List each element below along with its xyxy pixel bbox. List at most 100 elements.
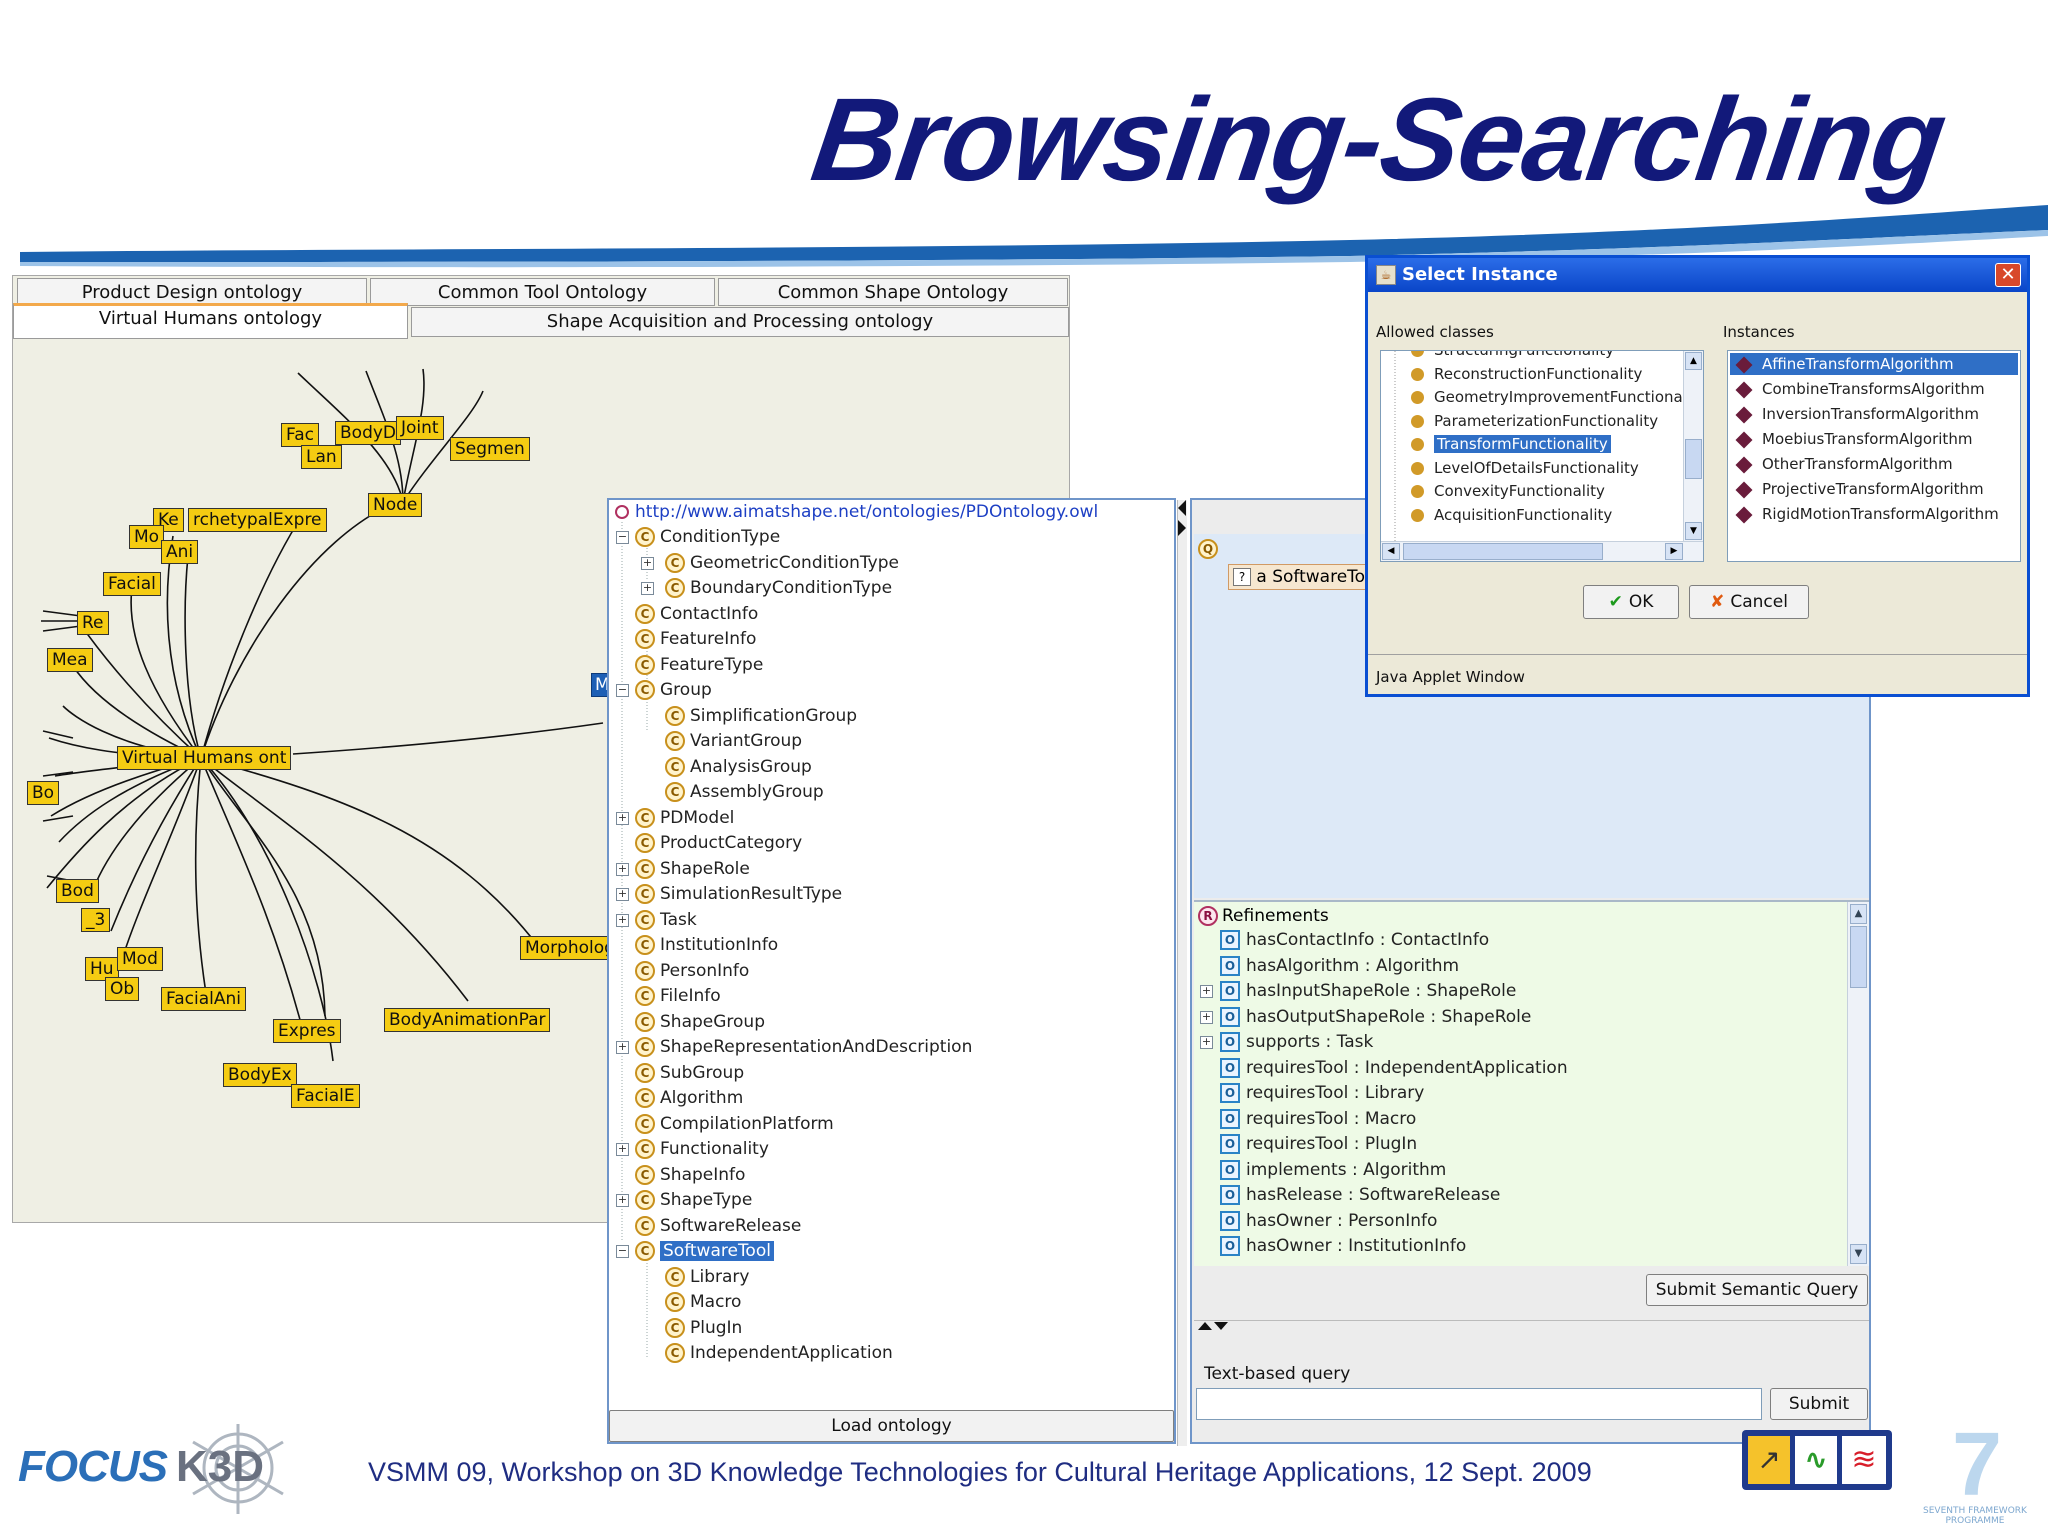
scroll-left-icon[interactable]: ◀ bbox=[1382, 543, 1400, 560]
graph-node[interactable]: Facial bbox=[103, 572, 161, 596]
class-list-item[interactable]: ConvexityFunctionality bbox=[1411, 480, 1605, 502]
cancel-button[interactable]: ✘Cancel bbox=[1689, 585, 1809, 619]
graph-node[interactable]: Expres bbox=[273, 1019, 341, 1043]
expand-icon[interactable]: + bbox=[1200, 1035, 1213, 1049]
select-instance-dialog[interactable]: ☕ Select Instance ✕ Allowed classes Inst… bbox=[1365, 255, 2030, 697]
collapse-icon[interactable]: − bbox=[616, 530, 629, 544]
text-query-input[interactable] bbox=[1196, 1388, 1762, 1420]
query-node[interactable]: ? a SoftwareToo bbox=[1228, 564, 1376, 590]
graph-node[interactable]: BodyD bbox=[335, 421, 402, 445]
scroll-thumb[interactable] bbox=[1685, 439, 1702, 479]
expand-icon[interactable]: + bbox=[641, 581, 654, 595]
graph-node[interactable]: Node bbox=[368, 493, 423, 517]
instance-list-item[interactable]: ProjectiveTransformAlgorithm bbox=[1730, 478, 2018, 500]
graph-node[interactable]: Mo bbox=[129, 525, 165, 549]
instance-list-item[interactable]: InversionTransformAlgorithm bbox=[1730, 403, 2018, 425]
ontology-tree-panel[interactable]: http://www.aimatshape.net/ontologies/PDO… bbox=[607, 498, 1187, 1446]
scroll-down-icon[interactable]: ▼ bbox=[1685, 522, 1702, 540]
graph-node[interactable]: Ob bbox=[105, 977, 140, 1001]
graph-node[interactable]: Lan bbox=[301, 445, 342, 469]
class-list-item[interactable]: ReconstructionFunctionality bbox=[1411, 363, 1642, 385]
collapse-down-icon[interactable] bbox=[1214, 1322, 1228, 1330]
hscroll-thumb[interactable] bbox=[1403, 543, 1603, 560]
graph-node[interactable]: Segmen bbox=[450, 437, 530, 461]
graph-node[interactable]: rchetypalExpre bbox=[188, 508, 327, 532]
class-list-item[interactable]: AcquisitionFunctionality bbox=[1411, 504, 1612, 526]
classes-hscrollbar[interactable]: ◀ ▶ bbox=[1381, 541, 1703, 561]
scroll-down-icon[interactable]: ▼ bbox=[1850, 1244, 1867, 1264]
submit-button[interactable]: Submit bbox=[1770, 1388, 1868, 1420]
graph-node[interactable]: Re bbox=[77, 611, 109, 635]
load-ontology-button[interactable]: Load ontology bbox=[609, 1410, 1174, 1442]
refinements-scrollbar[interactable]: ▲ ▼ bbox=[1847, 902, 1869, 1266]
graph-node[interactable]: _3 bbox=[81, 908, 111, 932]
graph-node[interactable]: Mea bbox=[47, 648, 93, 672]
expand-icon[interactable]: + bbox=[616, 861, 629, 876]
expand-icon[interactable]: + bbox=[616, 810, 629, 825]
close-icon[interactable]: ✕ bbox=[1995, 263, 2021, 287]
expand-icon[interactable]: + bbox=[616, 1142, 629, 1156]
class-list-item[interactable]: LevelOfDetailsFunctionality bbox=[1411, 457, 1639, 479]
instance-list-item[interactable]: AffineTransformAlgorithm bbox=[1730, 353, 2018, 375]
expand-icon[interactable]: + bbox=[616, 1193, 629, 1207]
graph-node[interactable]: Bod bbox=[56, 879, 99, 903]
tab-common-tool[interactable]: Common Tool Ontology bbox=[370, 278, 715, 306]
instance-list-item[interactable]: OtherTransformAlgorithm bbox=[1730, 453, 2018, 475]
instance-list-item[interactable]: CombineTransformsAlgorithm bbox=[1730, 378, 2018, 400]
graph-node[interactable]: Hu bbox=[85, 957, 119, 981]
collapse-left-icon[interactable] bbox=[1178, 500, 1186, 516]
dialog-titlebar[interactable]: ☕ Select Instance ✕ bbox=[1368, 258, 2027, 292]
graph-node[interactable]: FacialAni bbox=[161, 987, 246, 1011]
class-list-item[interactable]: TransformFunctionality bbox=[1411, 433, 1611, 455]
scroll-up-icon[interactable]: ▲ bbox=[1685, 352, 1702, 370]
expand-icon[interactable]: + bbox=[616, 1040, 629, 1054]
scroll-right-icon[interactable]: ▶ bbox=[1665, 543, 1683, 560]
graph-node[interactable]: Fac bbox=[281, 423, 319, 447]
collapse-icon[interactable]: − bbox=[616, 683, 629, 697]
splitter[interactable] bbox=[1177, 500, 1187, 1446]
ok-button[interactable]: ✔OK bbox=[1583, 585, 1679, 619]
expand-icon[interactable]: + bbox=[641, 555, 654, 570]
class-list-item[interactable]: ParameterizationFunctionality bbox=[1411, 410, 1658, 432]
tab-product-design[interactable]: Product Design ontology bbox=[17, 278, 367, 306]
graph-node[interactable]: BodyAnimationPar bbox=[384, 1008, 551, 1032]
expand-icon[interactable]: + bbox=[616, 912, 629, 927]
graph-node[interactable]: Joint bbox=[396, 416, 444, 440]
tab-shape-acquisition[interactable]: Shape Acquisition and Processing ontolog… bbox=[411, 307, 1069, 337]
class-list-item[interactable]: GeometryImprovementFunctionalit bbox=[1411, 386, 1697, 408]
